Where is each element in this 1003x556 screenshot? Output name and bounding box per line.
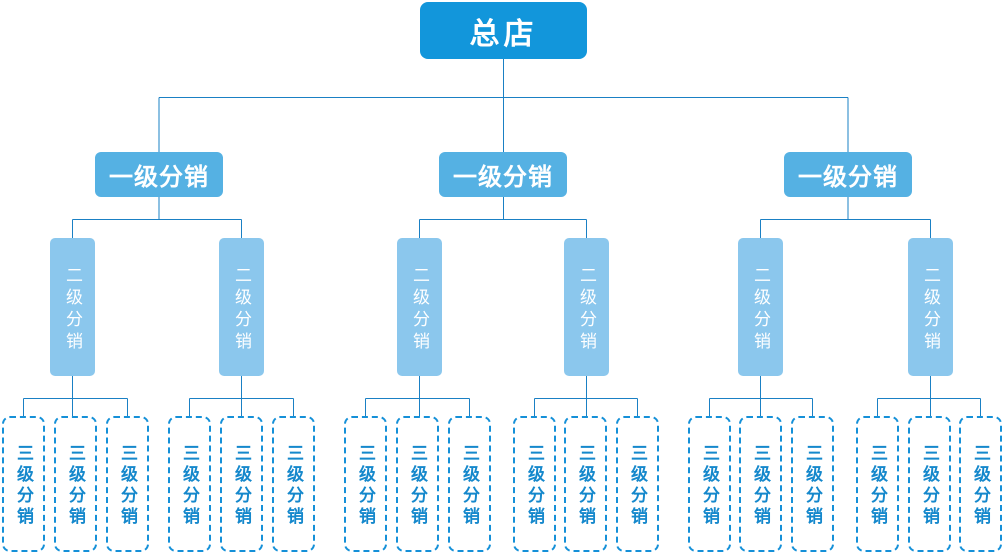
node-level3-2: 三级分销	[54, 416, 97, 552]
node-level3-1: 三级分销	[2, 416, 45, 552]
node-level3-5: 三级分销	[220, 416, 263, 552]
node-level2-1: 二级分销	[50, 238, 95, 376]
node-level3-6: 三级分销	[272, 416, 315, 552]
node-level3-4: 三级分销	[168, 416, 211, 552]
node-level3-13: 三级分销	[688, 416, 731, 552]
node-level3-11: 三级分销	[564, 416, 607, 552]
node-level1-2: 一级分销	[439, 152, 567, 197]
node-level3-15: 三级分销	[791, 416, 834, 552]
node-level1-3: 一级分销	[784, 152, 912, 197]
node-level3-8: 三级分销	[396, 416, 439, 552]
node-level3-12: 三级分销	[616, 416, 659, 552]
node-level2-6: 二级分销	[908, 238, 953, 376]
node-level3-18: 三级分销	[959, 416, 1002, 552]
node-level2-5: 二级分销	[738, 238, 783, 376]
node-level1-1: 一级分销	[95, 152, 223, 197]
node-level3-16: 三级分销	[856, 416, 899, 552]
node-level3-10: 三级分销	[513, 416, 556, 552]
node-level3-14: 三级分销	[739, 416, 782, 552]
node-level3-7: 三级分销	[344, 416, 387, 552]
node-level2-3: 二级分销	[397, 238, 442, 376]
node-level2-4: 二级分销	[564, 238, 609, 376]
node-root: 总店	[420, 2, 587, 59]
node-level3-3: 三级分销	[106, 416, 149, 552]
node-level3-9: 三级分销	[448, 416, 491, 552]
node-level2-2: 二级分销	[219, 238, 264, 376]
node-level3-17: 三级分销	[908, 416, 951, 552]
